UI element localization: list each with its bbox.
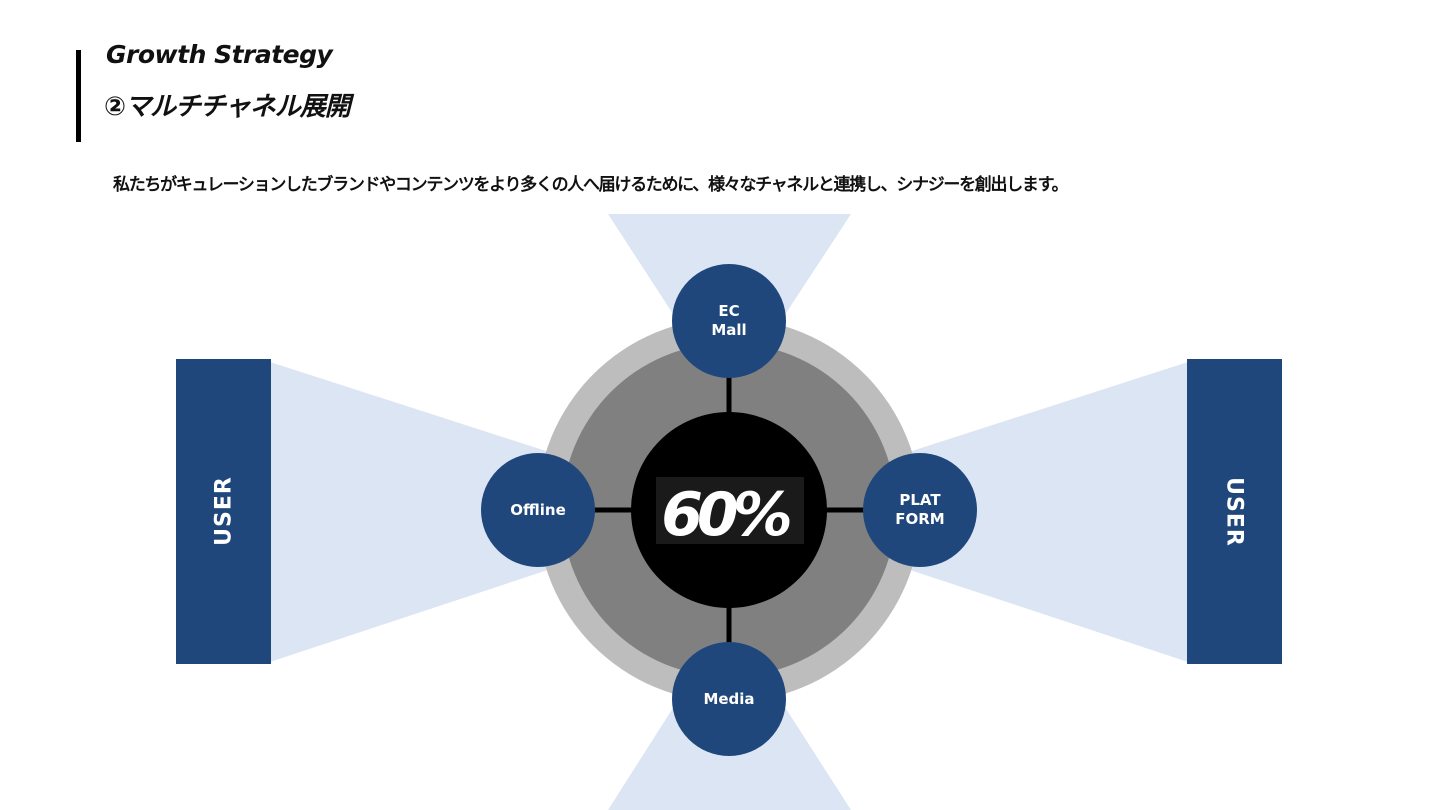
description-text: 私たちがキュレーションしたブランドやコンテンツをより多くの人へ届けるために、様々… <box>113 175 1069 195</box>
node-media-label: Media <box>703 690 754 708</box>
logo-box <box>656 477 804 544</box>
page-title: ②マルチチャネル展開 <box>104 92 351 122</box>
user-bar-left <box>176 359 271 664</box>
user-bar-right <box>1187 359 1282 664</box>
node-platform-line1: PLAT <box>899 491 941 509</box>
title-accent-bar <box>76 50 81 142</box>
node-media: Media <box>672 642 786 756</box>
center-logo: 60% <box>661 480 789 550</box>
section-subtitle: Growth Strategy <box>106 40 333 69</box>
node-ec-mall-line2: Mall <box>711 321 746 339</box>
node-offline-label: Offline <box>510 501 566 519</box>
user-label-right: USER <box>1222 477 1247 547</box>
node-platform: PLAT FORM <box>863 453 977 567</box>
user-label-left: USER <box>212 476 237 546</box>
node-offline: Offline <box>481 453 595 567</box>
node-platform-line2: FORM <box>895 510 944 528</box>
node-ec-mall-line1: EC <box>718 302 739 320</box>
node-ec-mall: EC Mall <box>672 264 786 378</box>
